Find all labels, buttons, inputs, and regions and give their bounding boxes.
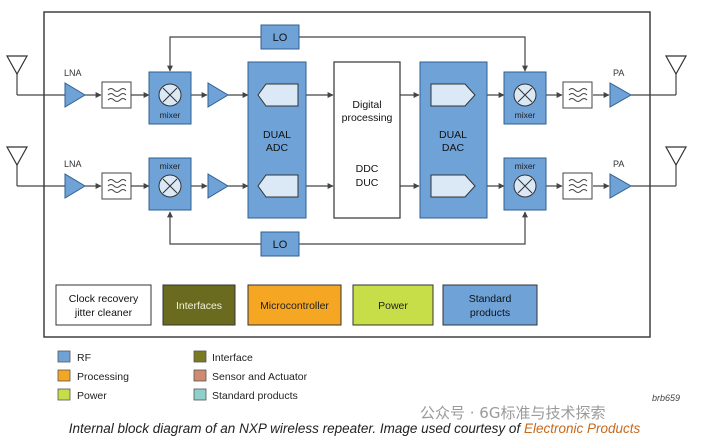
filter-icon	[562, 172, 593, 200]
digital-label-line2: processing	[342, 112, 393, 124]
dac-label-line1: DUAL	[439, 129, 467, 141]
duc-label: DUC	[356, 177, 379, 189]
pa-amplifier-bottom	[609, 173, 633, 199]
driver-amplifier-top	[207, 82, 229, 108]
interfaces-block: Interfaces	[162, 284, 236, 326]
clock-recovery-block: Clock recovery jitter cleaner	[55, 284, 152, 326]
adc-label-line1: DUAL	[263, 129, 291, 141]
legend-swatch-sensor	[193, 369, 207, 382]
microcontroller-block: Microcontroller	[247, 284, 342, 326]
lna-label-bottom: LNA	[64, 159, 82, 169]
antenna-icon	[5, 146, 29, 167]
legend-swatch-power	[57, 388, 71, 401]
caption-text: Internal block diagram of an NXP wireles…	[68, 421, 524, 436]
legend-label: Interface	[212, 352, 253, 364]
filter-icon	[562, 81, 593, 109]
pa-label-bottom: PA	[613, 159, 624, 169]
dac-label-line2: DAC	[442, 142, 465, 154]
power-label: Power	[378, 300, 408, 312]
clock-label-line1: Clock recovery	[69, 293, 139, 305]
interfaces-label: Interfaces	[176, 300, 222, 312]
dac-symbol-icon	[430, 174, 476, 198]
lo-label: LO	[273, 32, 288, 44]
antenna-icon	[5, 55, 29, 76]
lna-label-top: LNA	[64, 68, 82, 78]
mixer-label: mixer	[515, 110, 536, 120]
mixer-label: mixer	[160, 161, 181, 171]
clock-label-line2: jitter cleaner	[74, 307, 133, 319]
lo-block-bottom: LO	[260, 231, 300, 257]
dual-adc-block: DUAL ADC	[247, 61, 307, 219]
driver-amplifier-bottom	[207, 173, 229, 199]
antenna-icon	[664, 146, 688, 167]
standard-products-block: Standard products	[442, 284, 538, 326]
standard-label-line2: products	[470, 307, 510, 319]
ddc-label: DDC	[356, 163, 379, 175]
lna-amplifier-top	[64, 82, 86, 108]
dac-symbol-icon	[430, 83, 476, 107]
legend: RF Processing Power Interface Sensor and…	[57, 350, 308, 402]
lo-label: LO	[273, 239, 288, 251]
mixer-bottom-left: mixer	[148, 157, 192, 211]
microcontroller-label: Microcontroller	[260, 300, 329, 312]
legend-label: Power	[77, 390, 107, 402]
adc-symbol-icon	[257, 83, 299, 107]
adc-label-line2: ADC	[266, 142, 289, 154]
legend-label: RF	[77, 352, 91, 364]
legend-label: Processing	[77, 371, 129, 383]
legend-swatch-rf	[57, 350, 71, 363]
signal-lines	[16, 36, 677, 245]
legend-swatch-standard	[193, 388, 207, 401]
mixer-top-left: mixer	[148, 71, 192, 125]
pa-label-top: PA	[613, 68, 624, 78]
digital-label-line1: Digital	[352, 99, 381, 111]
legend-label: Sensor and Actuator	[212, 371, 308, 383]
legend-label: Standard products	[212, 390, 298, 402]
pa-amplifier-top	[609, 82, 633, 108]
mixer-label: mixer	[160, 110, 181, 120]
lna-amplifier-bottom	[64, 173, 86, 199]
filter-icon	[101, 81, 132, 109]
lo-block-top: LO	[260, 24, 300, 50]
power-block: Power	[352, 284, 434, 326]
dual-dac-block: DUAL DAC	[419, 61, 488, 219]
watermark: 公众号 · 6G标准与技术探索	[420, 404, 606, 422]
mixer-label: mixer	[515, 161, 536, 171]
legend-swatch-interface	[193, 350, 207, 363]
digital-processing-block: Digital processing DDC DUC	[333, 61, 401, 219]
caption-link[interactable]: Electronic Products	[523, 421, 641, 436]
mixer-top-right: mixer	[503, 71, 547, 125]
mixer-bottom-right: mixer	[503, 157, 547, 211]
standard-label-line1: Standard	[469, 293, 512, 305]
legend-swatch-processing	[57, 369, 71, 382]
antenna-icon	[664, 55, 688, 76]
adc-symbol-icon	[257, 174, 299, 198]
figure-caption: Internal block diagram of an NXP wireles…	[0, 421, 709, 436]
filter-icon	[101, 172, 132, 200]
reference-code: brb659	[652, 393, 680, 403]
